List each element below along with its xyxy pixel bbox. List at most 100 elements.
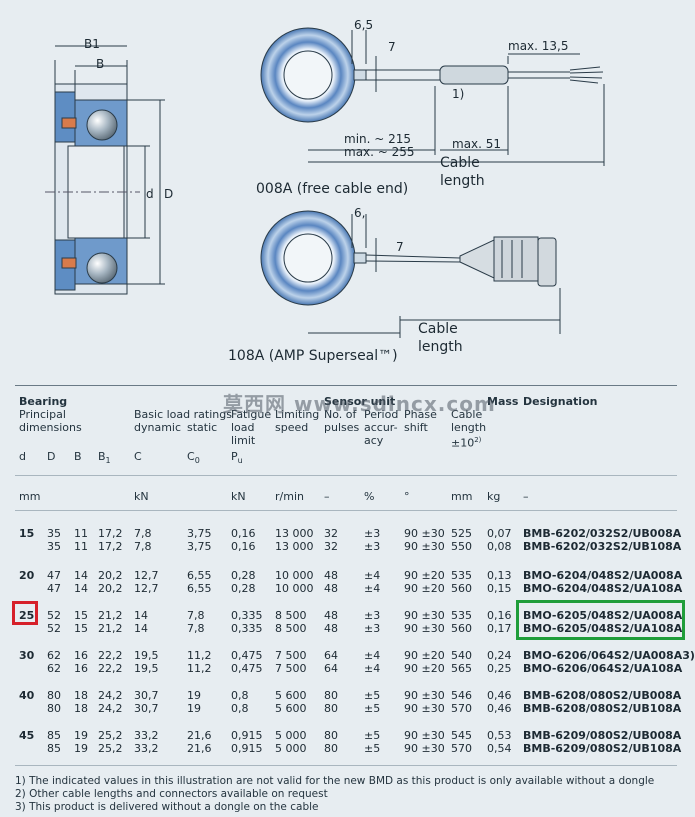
sym-B: B: [74, 450, 82, 463]
d-small-label: d: [146, 187, 154, 201]
table-cell: 47: [47, 569, 61, 582]
table-cell: 0,24: [487, 649, 512, 662]
table-cell: 0,28: [231, 569, 256, 582]
table-cell: 10 000: [275, 582, 314, 595]
footnote-3: 3) This product is delivered without a d…: [15, 801, 319, 813]
bearing-cross-section: [45, 45, 165, 295]
table-cell: ±4: [364, 649, 381, 662]
table-cell: 64: [324, 662, 338, 675]
unit-mm-2: mm: [451, 490, 473, 503]
table-cell: 16: [74, 649, 88, 662]
table-cell: 90 ±20: [404, 662, 445, 675]
caption-108a: 108A (AMP Superseal™): [228, 348, 398, 364]
table-cell: 5 600: [275, 702, 307, 715]
designation-cell: BMB-6208/080S2/UB008A: [523, 689, 682, 702]
table-cell: 0,53: [487, 729, 512, 742]
table-cell: 6,55: [187, 582, 212, 595]
table-cell: ±4: [364, 662, 381, 675]
header-dimensions: dimensions: [19, 421, 82, 434]
header-sensor-unit: Sensor unit: [324, 395, 396, 408]
table-cell: 7,8: [187, 622, 205, 635]
table-cell: ±3: [364, 540, 381, 553]
table-cell: 19: [74, 742, 88, 755]
table-cell: 5 600: [275, 689, 307, 702]
table-cell: 0,08: [487, 540, 512, 553]
table-cell: 540: [451, 649, 472, 662]
table-cell: 13 000: [275, 540, 314, 553]
table-cell: 48: [324, 569, 338, 582]
max-13-5-label: max. 13,5: [508, 39, 569, 53]
table-top-rule: [15, 385, 677, 386]
table-cell: ±4: [364, 569, 381, 582]
table-cell: ±4: [364, 582, 381, 595]
table-cell: 90 ±20: [404, 649, 445, 662]
sym-C0: C0: [187, 450, 200, 466]
table-cell: 13 000: [275, 527, 314, 540]
cable-length-label-1: Cable length: [440, 155, 485, 189]
table-cell: 5 000: [275, 729, 307, 742]
table-cell: 16: [74, 662, 88, 675]
table-cell: 12,7: [134, 569, 159, 582]
table-cell: 62: [47, 649, 61, 662]
unit-mm: mm: [19, 490, 41, 503]
unit-kn-2: kN: [231, 490, 246, 503]
unit-pct: %: [364, 490, 375, 503]
table-cell: 560: [451, 582, 472, 595]
table-cell: 80: [324, 742, 338, 755]
table-cell: 21,6: [187, 729, 212, 742]
table-cell: 11: [74, 540, 88, 553]
table-cell: 0,15: [487, 582, 512, 595]
bore-diameter-cell: 30: [19, 649, 35, 662]
header-static: static: [187, 421, 218, 434]
table-cell: 0,25: [487, 662, 512, 675]
table-cell: 19: [187, 689, 201, 702]
table-cell: 0,46: [487, 702, 512, 715]
header-period-3: acy: [364, 434, 384, 447]
designation-cell: BMO-6206/064S2/UA008A3): [523, 649, 695, 662]
table-cell: 17,2: [98, 540, 123, 553]
table-cell: 12,7: [134, 582, 159, 595]
cable-length-label-2: Cable length: [418, 321, 463, 355]
technical-drawings: [45, 27, 605, 338]
table-cell: 90 ±30: [404, 609, 445, 622]
table-cell: 14: [74, 582, 88, 595]
table-cell: 19: [74, 729, 88, 742]
header-basic-load: Basic load ratings: [134, 408, 232, 421]
sym-Pu: Pu: [231, 450, 243, 466]
table-cell: 14: [74, 569, 88, 582]
table-cell: 0,13: [487, 569, 512, 582]
header-dynamic: dynamic: [134, 421, 182, 434]
designation-cell: BMB-6202/032S2/UB108A: [523, 540, 682, 553]
bore-diameter-cell: 45: [19, 729, 35, 742]
table-cell: 3,75: [187, 527, 212, 540]
symbols-rule: [15, 475, 677, 476]
unit-dash: –: [324, 490, 330, 503]
table-cell: 0,16: [487, 609, 512, 622]
dim-6-5-label: 6,5: [354, 18, 374, 32]
b-label: B: [96, 57, 105, 71]
table-cell: 570: [451, 742, 472, 755]
max-255-label: max. ~ 255: [344, 145, 415, 159]
table-cell: 0,46: [487, 689, 512, 702]
sensor-ring-108a: [260, 210, 561, 338]
table-cell: 3,75: [187, 540, 212, 553]
table-cell: 8 500: [275, 622, 307, 635]
table-cell: 0,8: [231, 689, 249, 702]
table-cell: 85: [47, 729, 61, 742]
unit-deg: °: [404, 490, 410, 503]
table-cell: ±5: [364, 742, 381, 755]
designation-cell: BMO-6205/048S2/UA008A: [523, 609, 683, 622]
highlight-designation-box: [516, 600, 685, 640]
table-cell: 80: [324, 689, 338, 702]
header-no-of-2: pulses: [324, 421, 360, 434]
header-fatigue-2: load: [231, 421, 255, 434]
table-cell: 546: [451, 689, 472, 702]
header-period-2: accur-: [364, 421, 398, 434]
table-cell: 19: [187, 702, 201, 715]
header-phase-2: shift: [404, 421, 428, 434]
table-cell: 30,7: [134, 689, 159, 702]
header-fatigue: Fatigue: [231, 408, 272, 421]
table-cell: 11,2: [187, 649, 212, 662]
table-cell: 7,8: [134, 527, 152, 540]
table-cell: ±5: [364, 702, 381, 715]
